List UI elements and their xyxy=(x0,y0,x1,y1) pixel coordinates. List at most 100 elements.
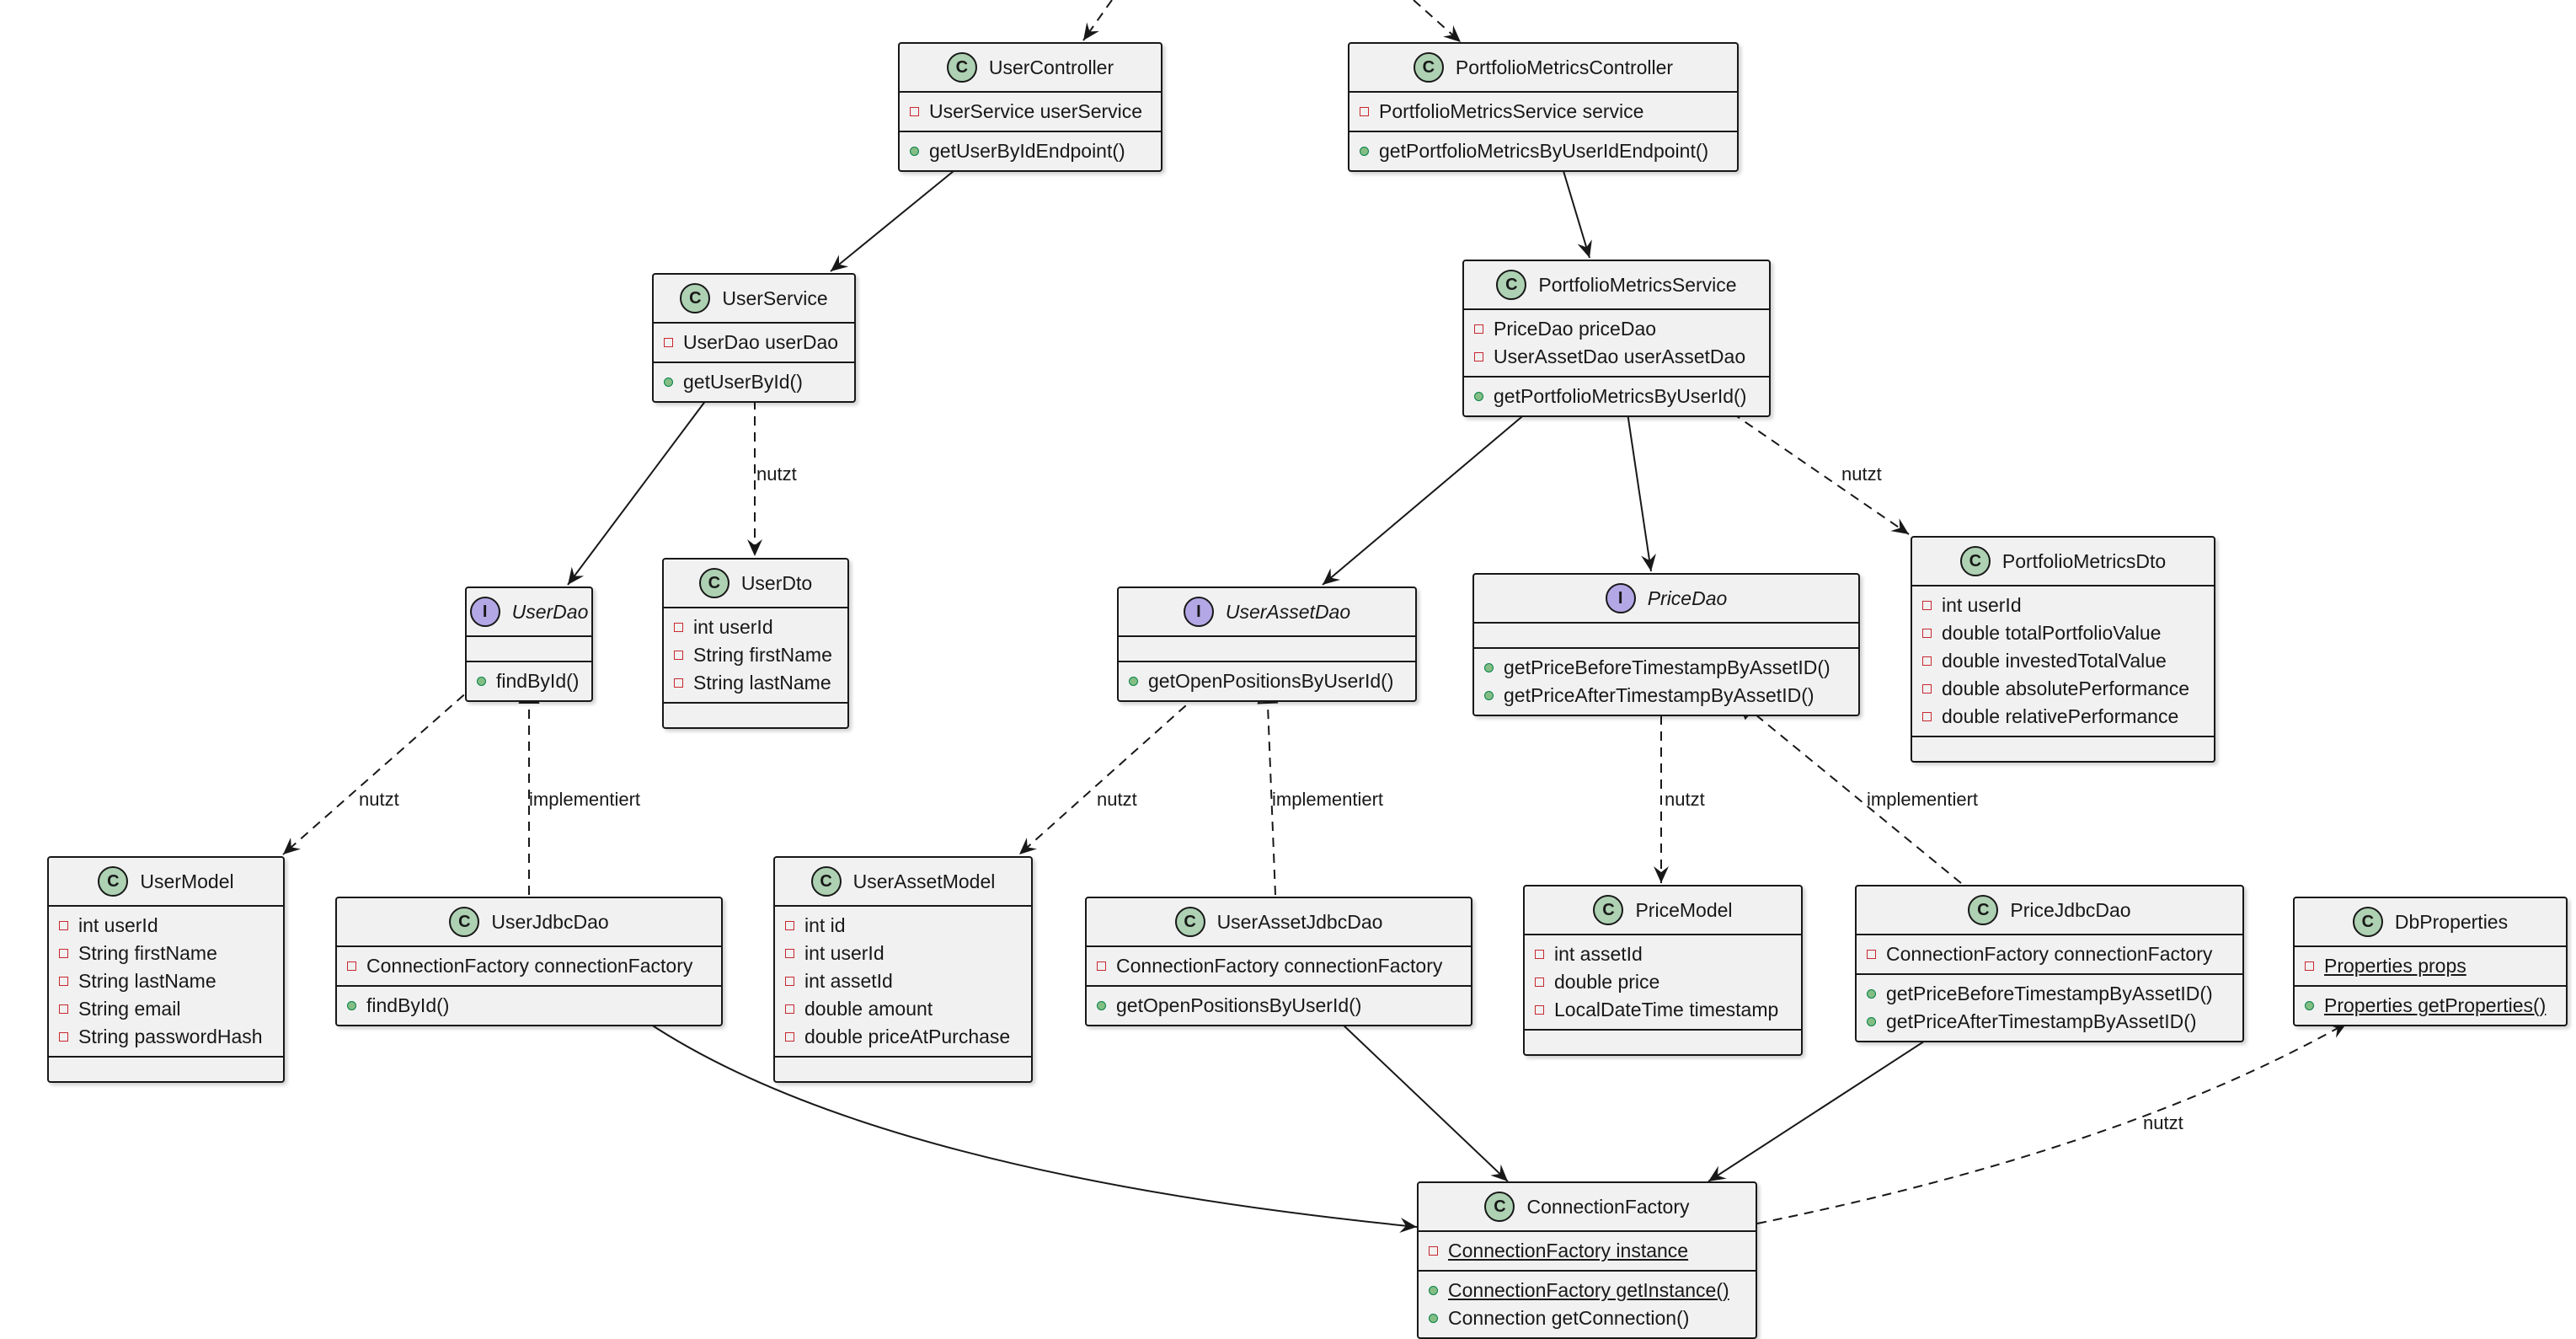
attribute: ConnectionFactory connectionFactory xyxy=(1116,955,1443,977)
private-field-icon xyxy=(1922,712,1932,721)
private-field-icon xyxy=(674,651,683,660)
class-icon: C xyxy=(698,568,730,598)
public-method-icon xyxy=(1484,691,1494,700)
attribute: String email xyxy=(78,998,181,1020)
private-field-icon xyxy=(1429,1246,1438,1256)
class-name: PortfolioMetricsService xyxy=(1538,273,1737,296)
attribute: PortfolioMetricsService service xyxy=(1379,100,1644,122)
class-name: UserService xyxy=(722,287,828,309)
interface-name: UserAssetDao xyxy=(1225,600,1351,623)
private-field-icon xyxy=(664,338,673,347)
methods-section: findById() xyxy=(337,985,721,1025)
edge-service-pricedao xyxy=(1627,412,1656,572)
edge-label-implements: implementiert xyxy=(1272,789,1384,810)
class-name: PriceJdbcDao xyxy=(2010,898,2131,921)
attribute: int assetId xyxy=(1554,943,1643,965)
class-name: UserJdbcDao xyxy=(491,910,609,933)
method: getOpenPositionsByUserId() xyxy=(1116,994,1362,1016)
attributes-section: UserService userService xyxy=(900,91,1161,131)
attribute: UserService userService xyxy=(929,100,1143,122)
private-field-icon xyxy=(59,921,68,930)
attributes-section xyxy=(1119,635,1415,661)
private-field-icon xyxy=(1474,352,1483,362)
method: Connection getConnection() xyxy=(1448,1307,1690,1329)
public-method-icon xyxy=(1484,663,1494,672)
class-connection-factory[interactable]: C ConnectionFactory ConnectionFactory ins… xyxy=(1417,1181,1757,1339)
public-method-icon xyxy=(1867,989,1876,999)
class-icon: C xyxy=(1959,546,1991,576)
class-name: UserDto xyxy=(740,571,813,594)
class-icon: C xyxy=(98,866,129,897)
method: getPriceBeforeTimestampByAssetID() xyxy=(1886,983,2213,1004)
attribute: PriceDao priceDao xyxy=(1494,318,1657,340)
edge-label-uses: nutzt xyxy=(1665,789,1705,810)
attributes-section xyxy=(1474,622,1858,647)
edge-userassetjdbcdao-connectionfactory xyxy=(1340,1022,1509,1182)
attribute: double price xyxy=(1554,971,1660,993)
public-method-icon xyxy=(664,378,673,387)
public-method-icon xyxy=(347,1001,356,1010)
edge-incoming-portfolio-controller xyxy=(1413,0,1462,43)
attributes-section: int userId String firstName String lastN… xyxy=(49,905,283,1056)
class-user-dto[interactable]: C UserDto int userId String firstName Str… xyxy=(662,558,849,729)
method: getUserById() xyxy=(683,371,803,393)
attributes-section: UserDao userDao xyxy=(654,322,854,362)
methods-section xyxy=(1912,736,2214,761)
attribute: int userId xyxy=(804,942,884,964)
edge-label-implements: implementiert xyxy=(1867,789,1979,810)
method: getPriceAfterTimestampByAssetID() xyxy=(1504,684,1814,706)
class-icon: C xyxy=(1413,52,1444,83)
private-field-icon xyxy=(59,1004,68,1014)
edge-userassetdao-userassetmodel xyxy=(1018,683,1211,855)
methods-section: ConnectionFactory getInstance() Connecti… xyxy=(1419,1270,1756,1337)
attribute: String lastName xyxy=(693,672,831,694)
public-method-icon xyxy=(1097,1001,1106,1010)
public-method-icon xyxy=(1867,1017,1876,1026)
attribute: double totalPortfolioValue xyxy=(1942,622,2162,644)
edge-label-uses: nutzt xyxy=(1841,463,1882,485)
attributes-section: ConnectionFactory instance xyxy=(1419,1230,1756,1270)
private-field-icon xyxy=(1535,1005,1544,1015)
attributes-section: int userId String firstName String lastN… xyxy=(664,607,847,702)
edge-userjdbcdao-connectionfactory xyxy=(648,1022,1418,1233)
edge-usercontroller-userservice xyxy=(830,170,954,272)
attributes-section: PortfolioMetricsService service xyxy=(1349,91,1737,131)
methods-section: Properties getProperties() xyxy=(2295,985,2566,1025)
methods-section: getUserById() xyxy=(654,362,854,401)
edge-userassetjdbcdao-implements-userassetdao xyxy=(1267,684,1275,896)
class-icon: C xyxy=(1174,907,1205,937)
class-name: PriceModel xyxy=(1635,898,1733,921)
methods-section: getPriceBeforeTimestampByAssetID() getPr… xyxy=(1474,647,1858,715)
attribute: int userId xyxy=(1942,594,2022,616)
class-name: ConnectionFactory xyxy=(1526,1195,1690,1218)
edge-userdao-usermodel xyxy=(282,683,477,855)
method: getPriceAfterTimestampByAssetID() xyxy=(1886,1010,2197,1032)
private-field-icon xyxy=(674,678,683,688)
class-icon: C xyxy=(1484,1192,1515,1222)
class-name: UserAssetModel xyxy=(852,870,996,892)
private-field-icon xyxy=(1922,656,1932,666)
attribute: double investedTotalValue xyxy=(1942,650,2167,672)
attributes-section xyxy=(467,635,591,661)
interface-name: UserDao xyxy=(511,600,589,623)
attribute: int assetId xyxy=(804,970,893,992)
edge-pricejdbcdao-implements-pricedao xyxy=(1737,699,1962,884)
class-icon: C xyxy=(2352,907,2383,937)
methods-section xyxy=(1525,1029,1801,1054)
